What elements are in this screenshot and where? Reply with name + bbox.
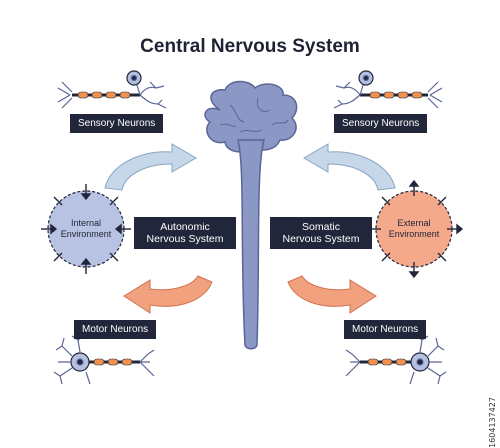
diagram-graphics bbox=[41, 70, 464, 385]
external-line-1: External bbox=[397, 218, 431, 228]
motor-neurons-label-right: Motor Neurons bbox=[344, 320, 427, 339]
motor-neurons-label-left: Motor Neurons bbox=[74, 320, 157, 339]
internal-line-2: Environment bbox=[60, 229, 112, 239]
internal-line-1: Internal bbox=[70, 218, 102, 228]
external-line-2: Environment bbox=[388, 229, 440, 239]
motor-arrow-left bbox=[123, 275, 213, 314]
somatic-line-2: Nervous System bbox=[282, 233, 360, 245]
stock-id-text: 1604137427 bbox=[488, 397, 497, 448]
somatic-nervous-system-label: Somatic Nervous System bbox=[270, 217, 372, 249]
diagram-canvas: Central Nervous System bbox=[41, 36, 497, 448]
motor-arrow-right bbox=[287, 275, 377, 314]
brain-icon bbox=[204, 80, 298, 350]
internal-environment-circle bbox=[41, 184, 131, 274]
sensory-neurons-label-right: Sensory Neurons bbox=[334, 114, 428, 133]
autonomic-line-1: Autonomic bbox=[160, 221, 210, 233]
internal-environment-label: Internal Environment bbox=[50, 218, 122, 240]
external-environment-label: External Environment bbox=[378, 218, 450, 240]
motor-neuron-left-icon bbox=[53, 335, 155, 385]
motor-neuron-right-icon bbox=[345, 335, 447, 385]
diagram-title: Central Nervous System bbox=[140, 36, 360, 57]
autonomic-nervous-system-label: Autonomic Nervous System bbox=[134, 217, 236, 249]
sensory-arrow-left bbox=[104, 143, 197, 191]
sensory-neuron-right-icon bbox=[333, 70, 443, 109]
sensory-neuron-left-icon bbox=[57, 70, 167, 109]
sensory-neurons-label-left: Sensory Neurons bbox=[70, 114, 164, 133]
sensory-arrow-right bbox=[303, 143, 396, 191]
autonomic-line-2: Nervous System bbox=[146, 233, 224, 245]
somatic-line-1: Somatic bbox=[302, 221, 340, 233]
